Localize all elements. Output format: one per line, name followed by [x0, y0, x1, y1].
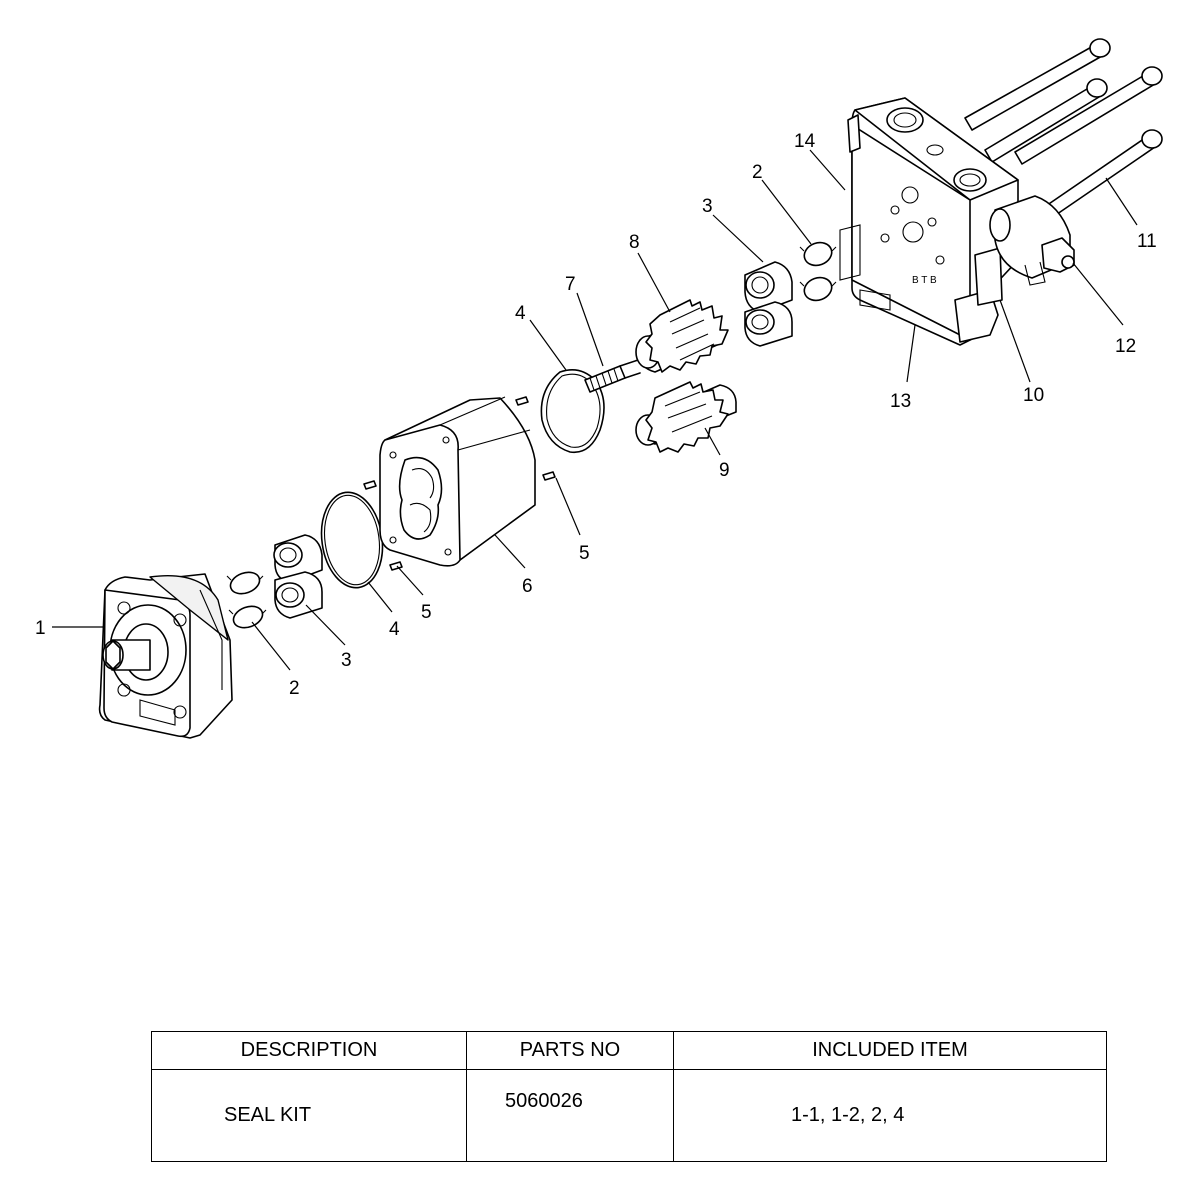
part-driven-gear — [635, 381, 737, 453]
parts-table: DESCRIPTION PARTS NO INCLUDED ITEM SEAL … — [151, 1031, 1107, 1162]
block-marking: B T B — [912, 275, 937, 286]
callout-4-right: 4 — [515, 303, 526, 324]
part-drive-shaft — [584, 359, 641, 393]
header-parts-no: PARTS NO — [466, 1031, 674, 1070]
callout-5-right: 5 — [579, 543, 590, 564]
callout-11: 11 — [1137, 231, 1157, 252]
callout-3-left: 3 — [341, 650, 352, 671]
callout-leaders — [52, 149, 1138, 671]
parts-table-header-row: DESCRIPTION PARTS NO INCLUDED ITEM — [151, 1031, 1107, 1070]
callout-4-left: 4 — [389, 619, 400, 640]
part-snap-rings-left — [226, 571, 267, 629]
part-solenoid-valve — [974, 195, 1075, 306]
callout-14: 14 — [794, 131, 816, 152]
callout-3-right: 3 — [702, 196, 713, 217]
callout-10: 10 — [1023, 385, 1044, 406]
callout-13: 13 — [890, 391, 911, 412]
part-valve-block: B T B — [839, 97, 1019, 346]
callout-numbers: 1 2 2 3 3 4 4 5 5 6 7 8 9 10 11 12 13 14 — [35, 131, 1157, 699]
part-snap-rings-right — [799, 241, 837, 302]
part-o-ring-left — [320, 491, 384, 589]
callout-1: 1 — [35, 618, 46, 639]
callout-6: 6 — [522, 576, 533, 597]
callout-12: 12 — [1115, 336, 1136, 357]
callout-2-right: 2 — [752, 162, 763, 183]
part-bushings-right — [744, 261, 793, 347]
cell-parts-no: 5060026 — [466, 1069, 674, 1162]
part-drive-gear — [635, 299, 729, 373]
table-row: SEAL KIT 5060026 1-1, 1-2, 2, 4 — [151, 1069, 1107, 1162]
part-gear-housing — [379, 396, 536, 567]
callout-5-left: 5 — [421, 602, 432, 623]
callout-7: 7 — [565, 274, 576, 295]
part-flange-cover — [98, 573, 233, 739]
callout-9: 9 — [719, 460, 730, 481]
exploded-parts-diagram: B T B 1 2 2 3 3 4 4 — [35, 38, 1163, 739]
part-tie-bolts — [964, 38, 1163, 222]
header-description: DESCRIPTION — [151, 1031, 467, 1070]
cell-included-item: 1-1, 1-2, 2, 4 — [673, 1069, 1107, 1162]
callout-2-left: 2 — [289, 678, 300, 699]
part-dowel-pins — [363, 396, 556, 571]
cell-description: SEAL KIT — [151, 1069, 467, 1162]
callout-8: 8 — [629, 232, 640, 253]
part-bushings-left — [273, 534, 323, 619]
header-included-item: INCLUDED ITEM — [673, 1031, 1107, 1070]
